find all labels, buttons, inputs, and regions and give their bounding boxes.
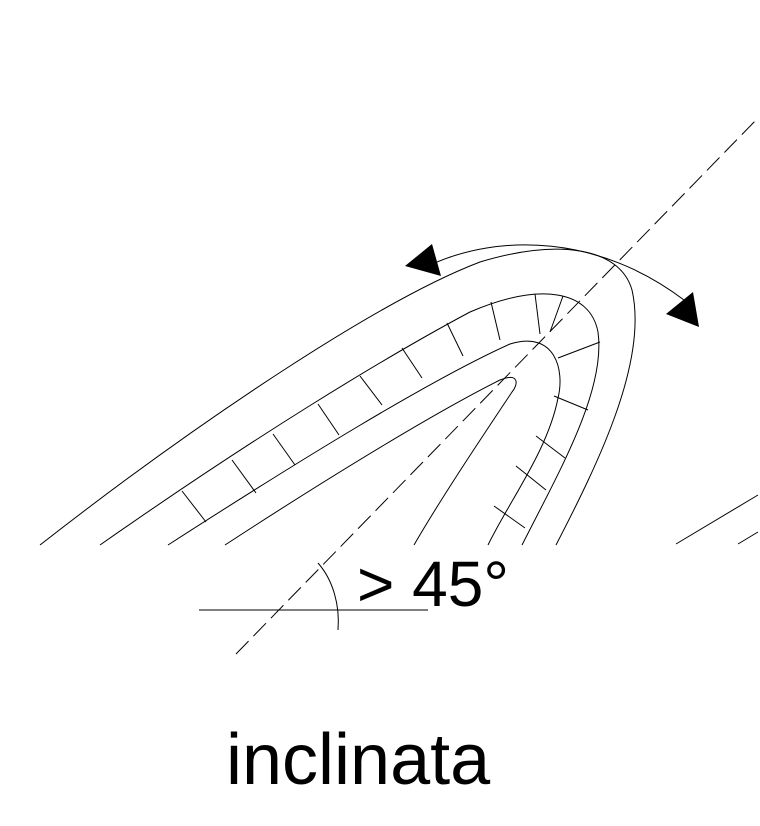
layer-tick <box>515 465 547 491</box>
adjacent-fold-line <box>737 531 759 545</box>
fold-layer-outer-boundary <box>99 293 600 546</box>
layer-tick <box>317 403 340 436</box>
fold-core <box>224 377 517 546</box>
angle-label: > 45° <box>357 548 509 620</box>
layer-tick <box>535 435 566 459</box>
layer-tick <box>181 490 207 523</box>
diagram-caption: inclinata <box>226 720 491 800</box>
layer-tick <box>557 341 601 359</box>
layer-tick <box>446 322 464 357</box>
angle-arc <box>317 562 339 631</box>
layer-tick <box>231 459 257 494</box>
layer-tick <box>553 395 589 411</box>
layer-tick <box>534 293 541 335</box>
fold-layer-inner-boundary <box>167 340 561 546</box>
layer-tick <box>401 347 423 379</box>
layer-tick <box>549 295 564 333</box>
layer-tick <box>272 433 296 466</box>
layer-segment-ticks <box>181 293 601 529</box>
layer-tick <box>490 301 501 341</box>
layer-tick <box>493 505 526 529</box>
arrow-right-head <box>666 292 699 327</box>
layer-tick <box>359 375 383 406</box>
arrow-left-head <box>405 244 441 276</box>
fold-outer-surface <box>39 248 636 546</box>
adjacent-fold-line <box>675 494 759 545</box>
rotation-arc <box>427 244 685 301</box>
